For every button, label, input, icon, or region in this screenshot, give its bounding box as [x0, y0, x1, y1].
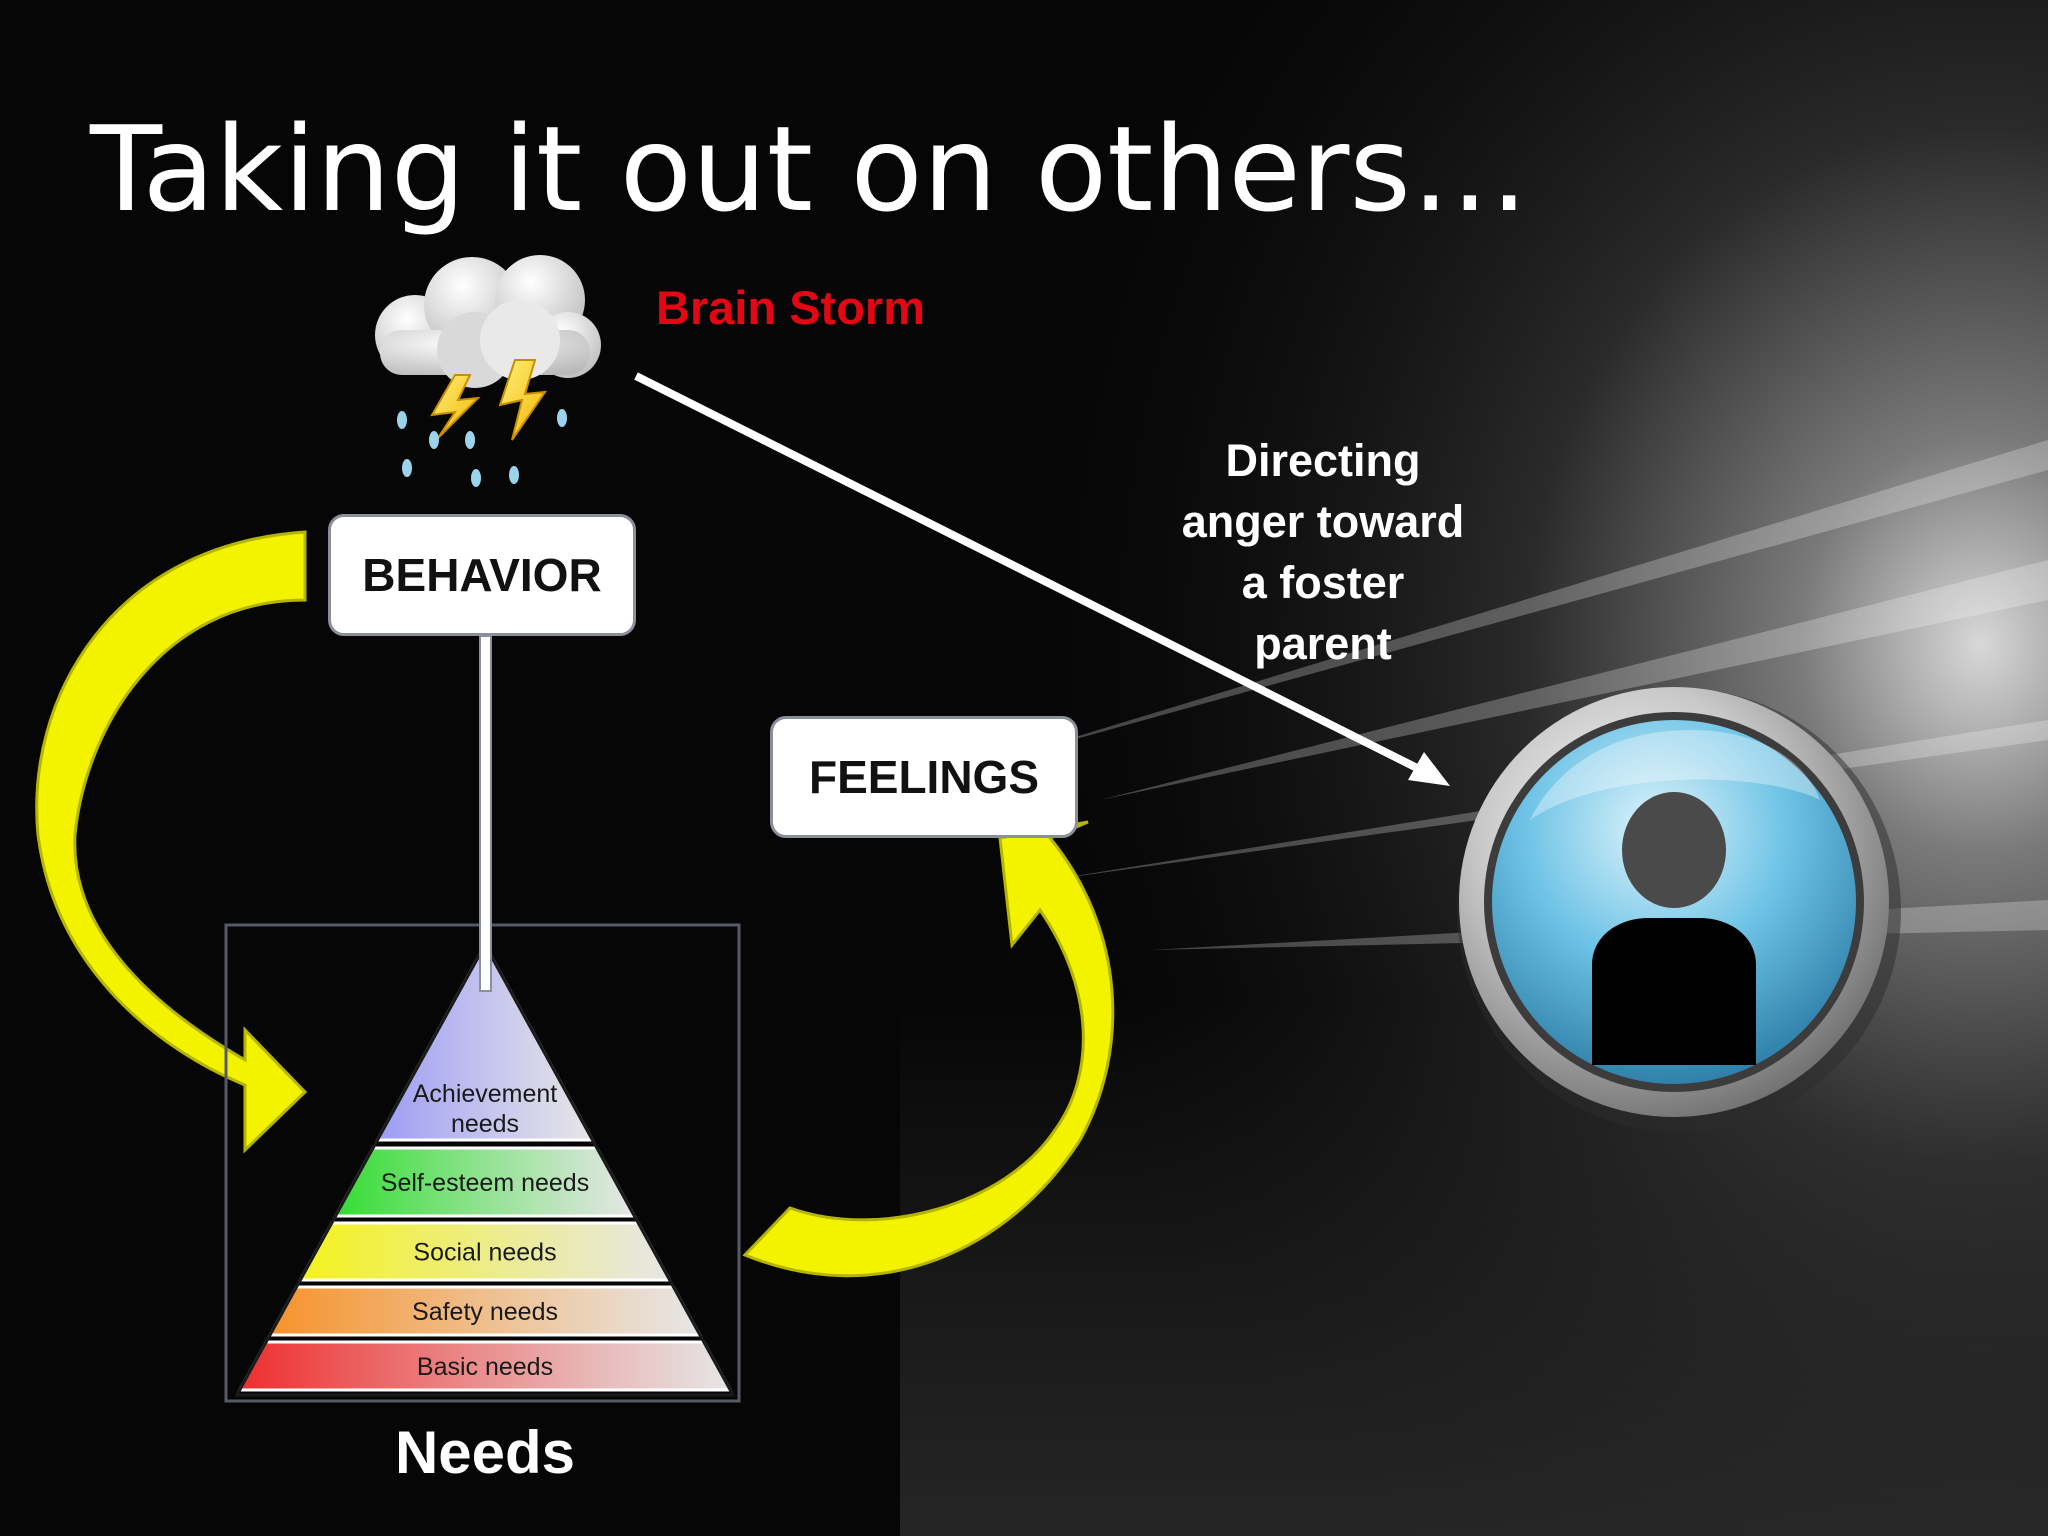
needs-label: Needs [394, 1419, 576, 1486]
pyramid-tier-label: needs [451, 1110, 519, 1138]
person-button-icon [1457, 687, 1901, 1132]
needs-to-feelings-arrow [742, 820, 1115, 1278]
feelings-box: FEELINGS [770, 716, 1078, 838]
background-shade [900, 1000, 2048, 1536]
caption: Directing anger toward a foster parent [1148, 430, 1498, 674]
brain-storm-label: Brain Storm [656, 281, 925, 334]
slide-title: Taking it out on others… [90, 100, 1529, 238]
behavior-box: BEHAVIOR [328, 514, 636, 636]
pyramid-tier-label: Basic needs [417, 1353, 553, 1381]
pyramid-tier-label: Safety needs [412, 1298, 558, 1326]
caption-line: anger toward [1181, 496, 1465, 547]
pyramid-outline [234, 941, 736, 1397]
pyramid-tier-label: Self-esteem needs [381, 1169, 589, 1197]
behavior-to-needs-arrow [35, 530, 308, 1154]
pyramid-tier-label: Social needs [413, 1239, 556, 1267]
behavior-connector [479, 635, 492, 992]
caption-line: a foster [1241, 557, 1405, 608]
direction-arrow-line [634, 372, 1427, 776]
caption-line: Directing [1225, 435, 1421, 486]
direction-arrow-head [1408, 752, 1450, 786]
storm-cloud-icon [375, 255, 601, 487]
caption-line: parent [1254, 618, 1392, 669]
pyramid-tier-label: Achievement [413, 1080, 558, 1108]
